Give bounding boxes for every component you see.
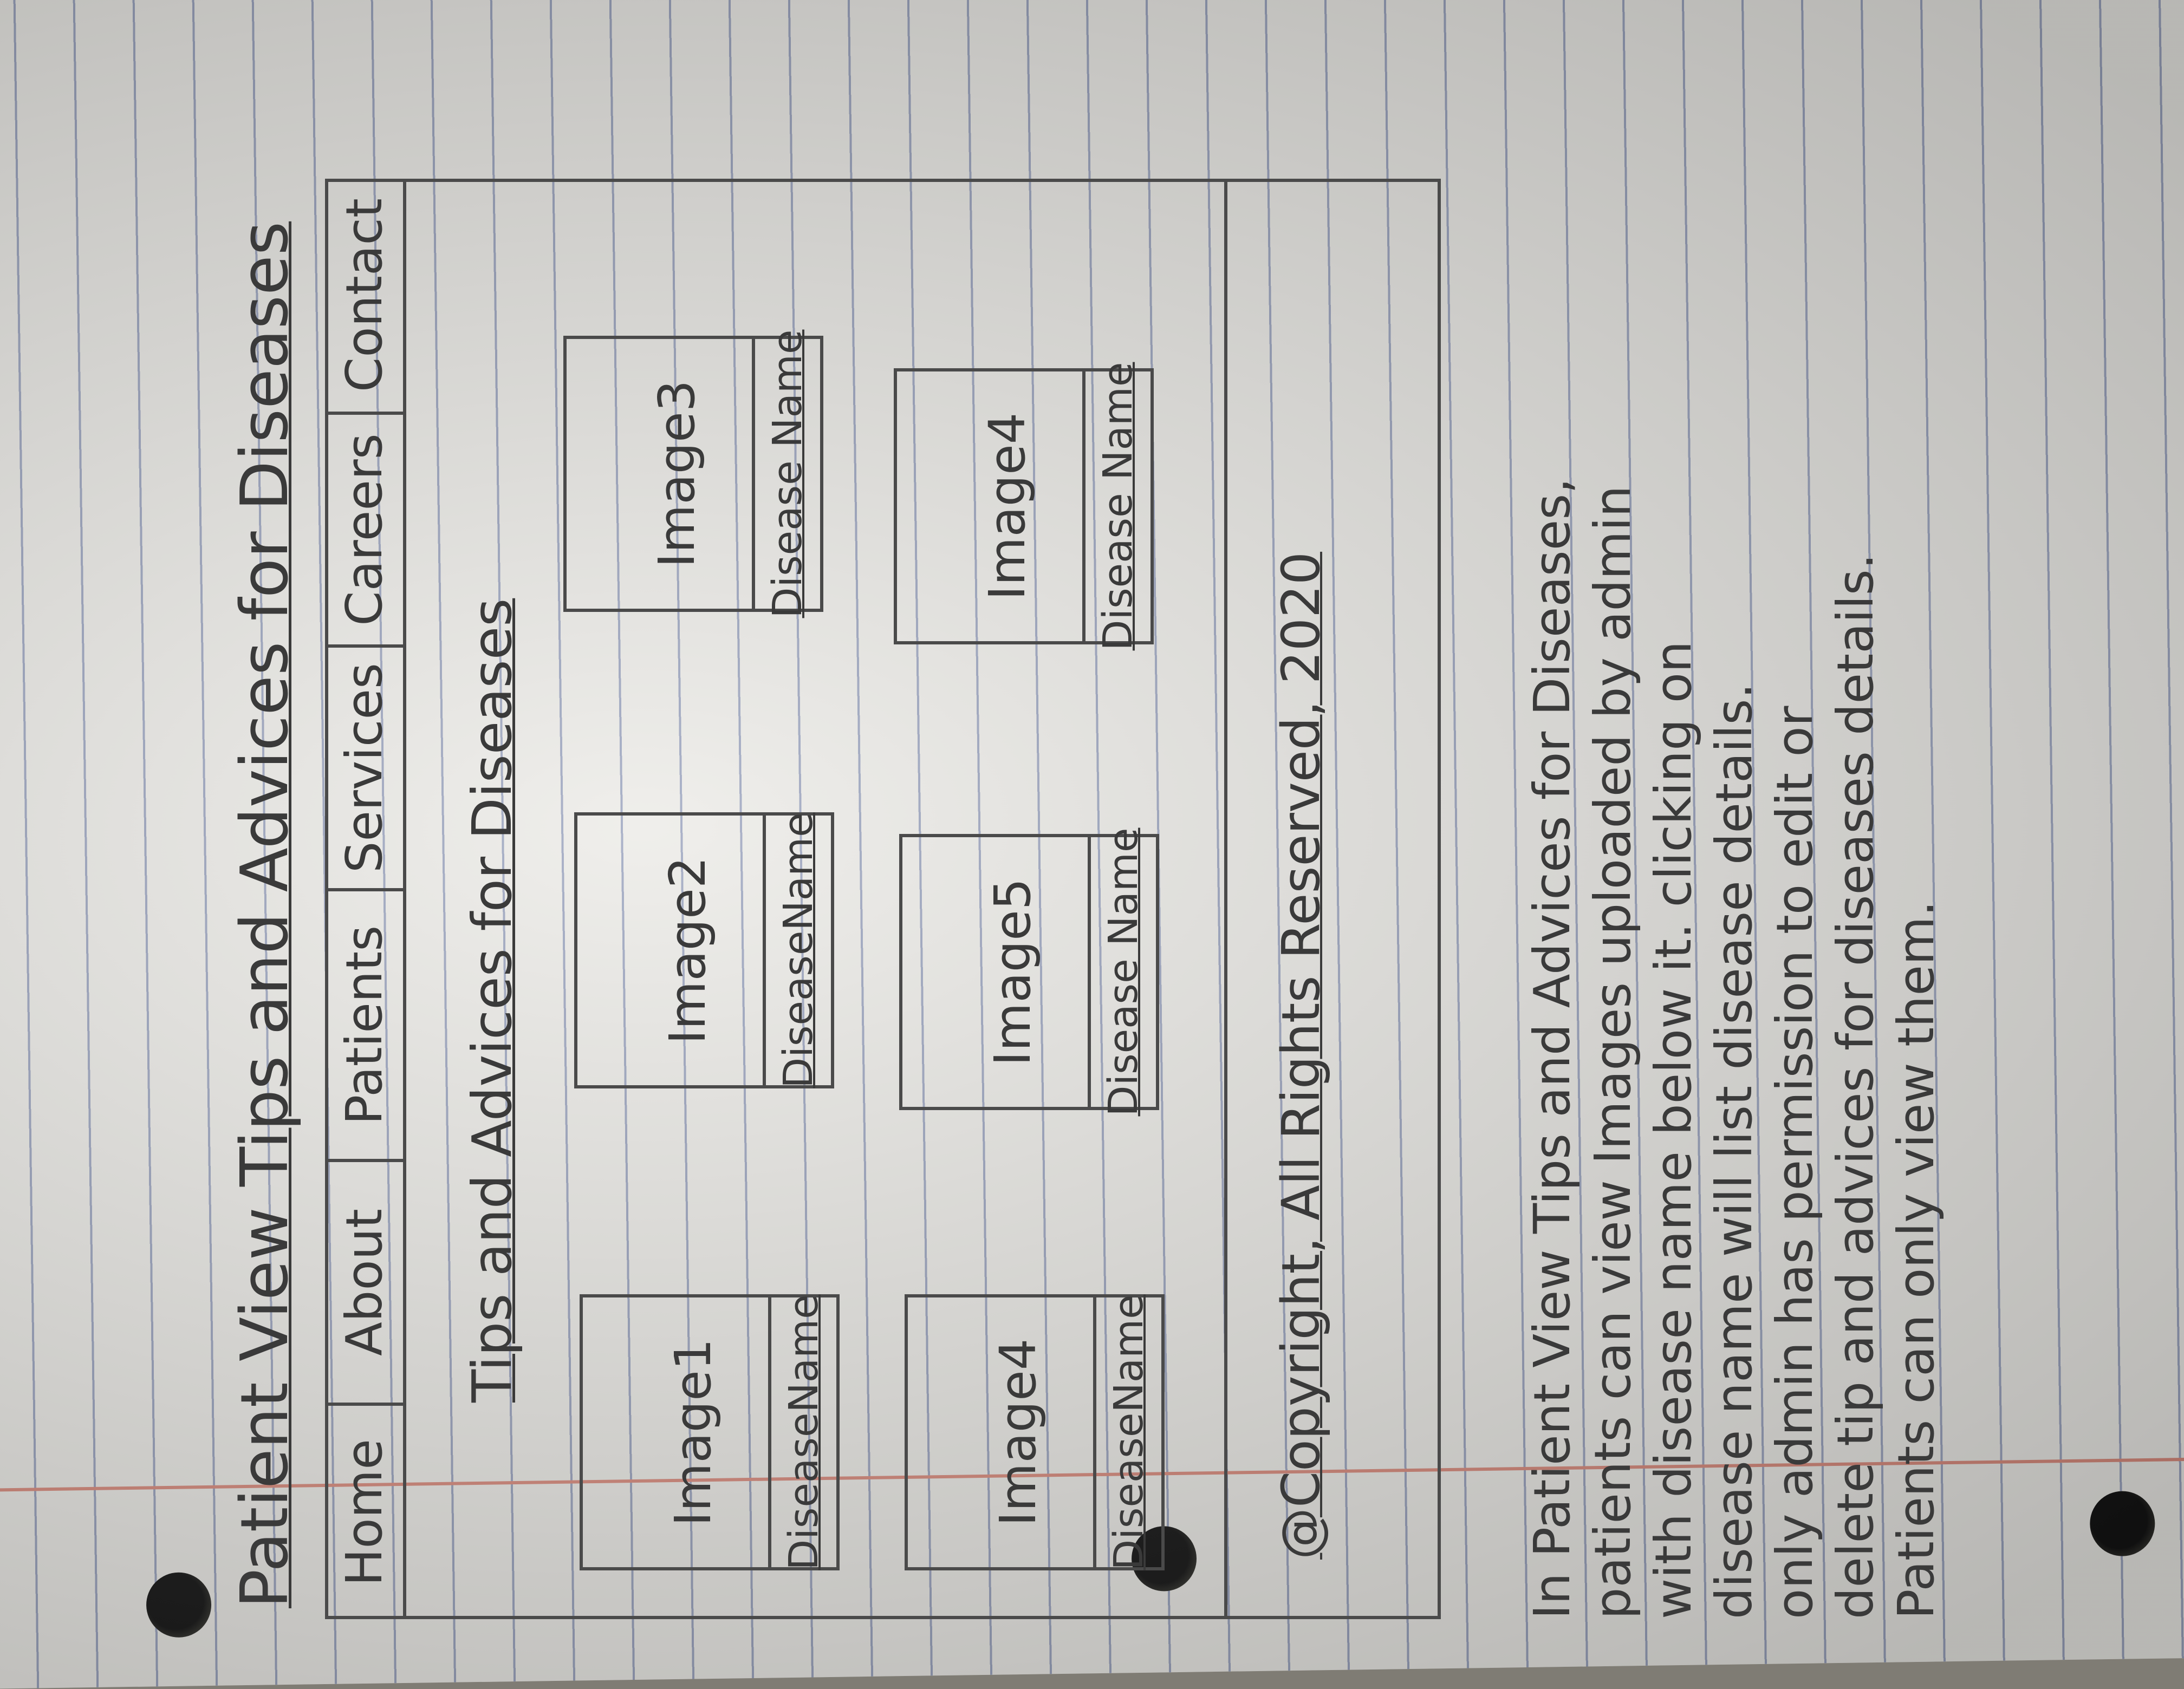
section-title: Tips and Advices for Diseases [460,598,524,1403]
note-line: only admin has permission to edit or [1766,706,1824,1619]
wireframe-sketch: Patient View Tips and Advices for Diseas… [206,70,2183,1630]
disease-name-link[interactable]: DiseaseName [768,1294,836,1570]
disease-card[interactable]: Image2 DiseaseName [574,812,834,1088]
note-line: with disease name below it. clicking on [1644,641,1702,1619]
disease-name-link[interactable]: Disease Name [752,330,820,618]
disease-name-link[interactable]: Disease Name [1082,362,1150,650]
footer: @Copyright, All Rights Reserved, 2020 [1224,179,1441,1619]
note-line: In Patient View Tips and Advices for Dis… [1523,478,1581,1619]
nav-home[interactable]: Home [325,1403,406,1619]
image-placeholder[interactable]: Image4 [989,1338,1047,1527]
footer-copyright: @Copyright, All Rights Reserved, 2020 [1271,551,1331,1560]
disease-card[interactable]: Image1 DiseaseName [580,1294,840,1570]
page-title: Patient View Tips and Advices for Diseas… [227,221,303,1608]
note-line: disease name will list disease details. [1705,683,1763,1619]
disease-card[interactable]: Image4 Disease Name [894,362,1154,650]
image-placeholder[interactable]: Image2 [659,856,717,1045]
disease-card[interactable]: Image3 Disease Name [563,330,823,618]
note-line: Patients can only view them. [1887,901,1945,1619]
disease-name-link[interactable]: Disease Name [1088,828,1156,1116]
binder-hole [146,1571,212,1638]
disease-name-link[interactable]: DiseaseName [763,812,831,1088]
image-placeholder[interactable]: Image4 [978,412,1036,601]
nav-careers[interactable]: Careers [325,412,406,644]
nav-bar: Home About Patients Services Careers Con… [325,179,406,1619]
note-line: delete tip and advices for diseases deta… [1826,553,1884,1619]
image-placeholder[interactable]: Image1 [664,1338,722,1527]
nav-contact[interactable]: Contact [325,179,406,412]
image-placeholder[interactable]: Image5 [984,878,1042,1066]
note-line: patients can view Images uploaded by adm… [1584,485,1642,1619]
image-placeholder[interactable]: Image3 [648,380,706,568]
disease-name-link[interactable]: DiseaseName [1093,1294,1161,1570]
nav-about[interactable]: About [325,1159,406,1403]
disease-card[interactable]: Image5 Disease Name [899,828,1159,1116]
notes-paragraph: In Patient View Tips and Advices for Dis… [1522,157,1947,1619]
disease-card[interactable]: Image4 DiseaseName [905,1294,1165,1570]
nav-services[interactable]: Services [325,644,406,888]
nav-patients[interactable]: Patients [325,888,406,1159]
